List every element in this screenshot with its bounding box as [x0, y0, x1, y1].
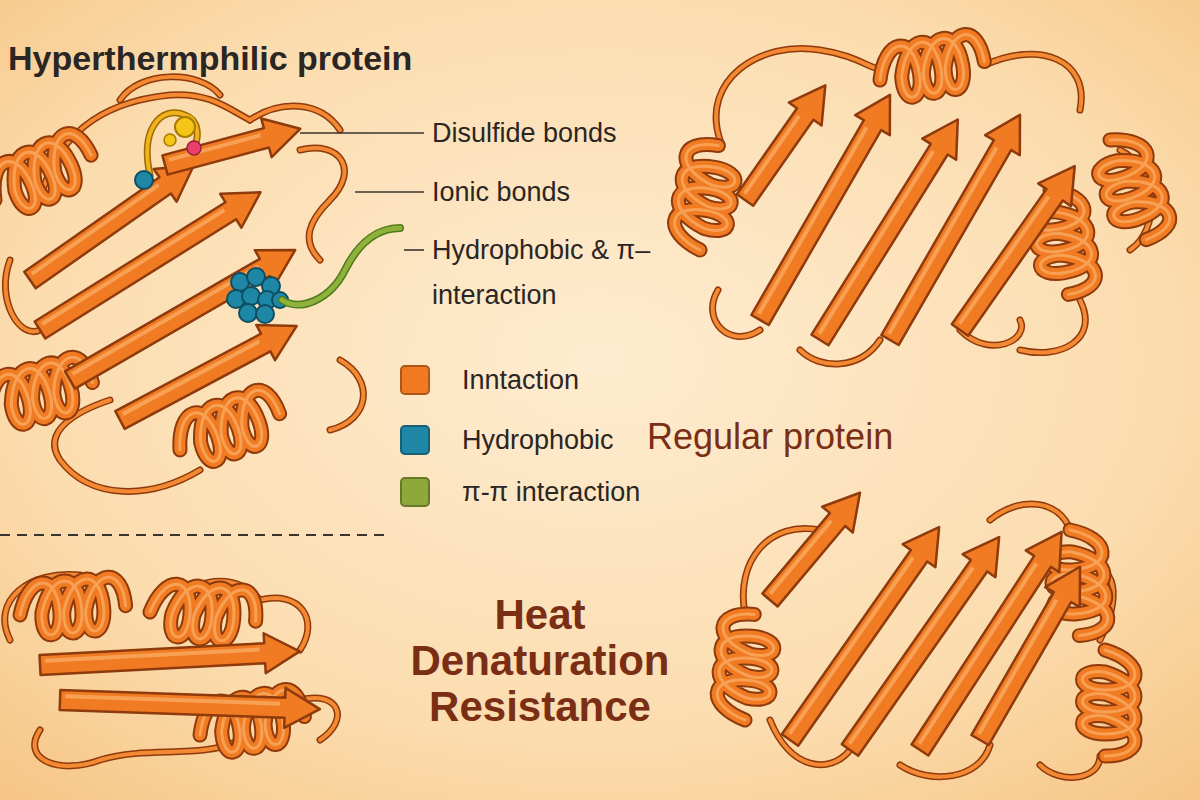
regular-protein: [670, 32, 1174, 364]
hyperthermophilic-protein: [0, 77, 363, 492]
panel-title: Regular protein: [647, 415, 893, 458]
legend-label: π-π interaction: [462, 476, 640, 508]
legend-label: Inntaction: [462, 364, 579, 396]
leader-lines: [300, 133, 424, 250]
legend-swatch: [400, 425, 430, 455]
panel-title: Hyperthermphilic protein: [8, 38, 412, 79]
hydrophobic-cluster: [227, 268, 288, 323]
callout-label: Disulfide bonds: [432, 117, 617, 149]
heated-protein-right: [715, 480, 1135, 778]
callout-label: Hydrophobic & π–interaction: [432, 228, 667, 317]
legend-label: Hydrophobic: [462, 424, 614, 456]
legend-swatch: [400, 365, 430, 395]
panel-title: Heat Denaturation Resistance: [370, 592, 710, 731]
legend-swatch: [400, 477, 430, 507]
divider-dashed: [0, 534, 385, 536]
pi-interaction-loop: [282, 228, 400, 305]
disulfide-bond: [135, 113, 201, 189]
heated-protein-left: [5, 574, 338, 765]
callout-label: Ionic bonds: [432, 176, 570, 208]
